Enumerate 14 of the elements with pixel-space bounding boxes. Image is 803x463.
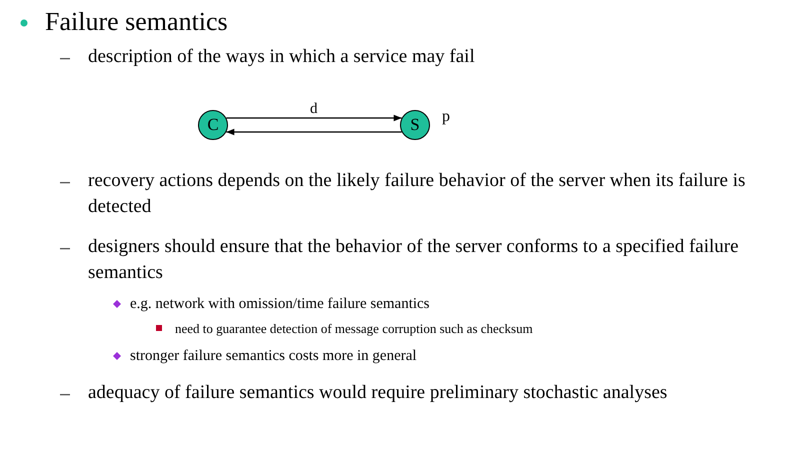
node-circle: S: [400, 110, 430, 140]
heading-text: Failure semantics: [45, 6, 229, 38]
bullet-text: designers should ensure that the behavior of the server conforms to a specified failure semantics: [88, 235, 740, 285]
bullet-text: recovery actions depends on the likely failure behavior of the server when its failure is detected: [88, 169, 746, 219]
node-circle: C: [198, 110, 228, 140]
arrow: [226, 128, 402, 136]
node-caption: p: [442, 108, 450, 126]
arrow: [226, 114, 402, 122]
bullet-text: adequacy of failure semantics would require preliminary stochastic analyses: [88, 381, 668, 405]
bullet-text: stronger failure semantics costs more in general: [130, 347, 418, 366]
edge-label: d: [310, 101, 318, 117]
bullet-text: e.g. network with omission/time failure semantics: [130, 295, 431, 314]
bullet-text: description of the ways in which a service may fail: [88, 45, 476, 69]
bullet-text: need to guarantee detection of message corruption such as checksum: [175, 320, 534, 338]
